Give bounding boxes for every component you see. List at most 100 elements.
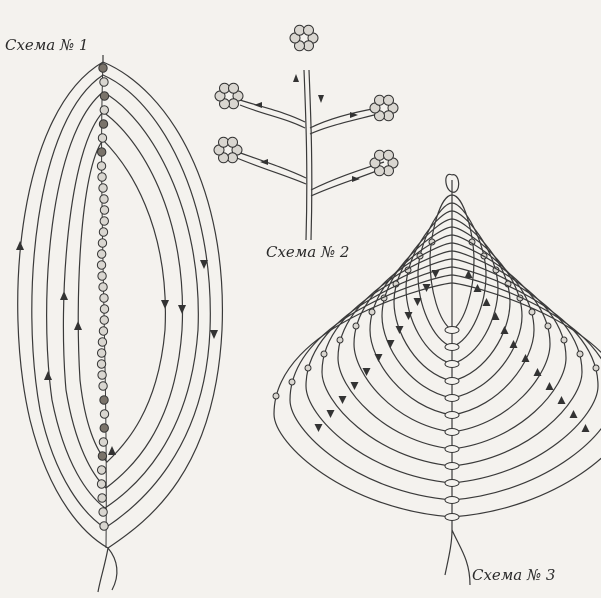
bead [96,249,107,259]
wire-loop [337,250,567,450]
bead [528,308,536,316]
bead [99,409,110,419]
bead [352,322,360,330]
bead [96,147,107,157]
arrow [464,270,473,278]
bead [96,479,107,489]
wire-loop [273,282,601,518]
center-bead [444,496,460,504]
flower [369,149,399,177]
center-bead [444,428,460,436]
bead [98,183,108,193]
bead [99,216,109,226]
bead [227,136,238,148]
scheme-3-center-ovals [444,326,460,521]
scheme-3-caption: Схема № 3 [472,566,556,584]
bead [97,172,107,182]
center-bead [444,360,460,368]
wire-loop [289,274,601,501]
center-bead [444,343,460,351]
arrow [374,354,383,362]
arrow [521,354,530,362]
arrow [404,312,413,320]
bead [99,423,109,433]
bead [96,260,107,270]
bead [96,348,107,358]
bead [99,105,109,115]
bead [99,91,110,101]
arrow [545,382,554,390]
scheme-1-leaf [16,55,224,593]
center-bead [444,394,460,402]
bead [544,322,552,330]
center-bead [444,445,460,453]
arrow [491,312,500,320]
arrow [413,298,422,306]
arrow [533,368,542,376]
bead [99,521,109,531]
bead [99,304,110,314]
wire-loop [417,202,487,348]
bead [98,119,109,129]
arrow [482,298,491,306]
wire-loop [321,258,583,467]
arrow [569,410,578,418]
bead [303,24,314,36]
flower [369,94,399,122]
bead [272,392,280,400]
scheme-3-leaf [272,173,601,586]
bead [98,63,108,73]
arrow [362,368,371,376]
scheme-2-flowers [213,24,399,177]
bead [99,194,109,204]
bead [97,271,107,281]
center-bead [444,326,460,334]
arrow [314,424,323,432]
bead [97,370,107,380]
arrow [509,340,518,348]
scheme-1-bead-column [96,61,110,549]
arrow [350,382,359,390]
center-bead [444,479,460,487]
bead [97,133,108,143]
bead [97,493,107,503]
flower [289,24,319,52]
bead [383,149,394,161]
center-bead [444,462,460,470]
bead [98,326,109,336]
bead [99,77,109,87]
bead [576,350,584,358]
arrow [500,326,509,334]
bead [304,364,312,372]
bead [383,94,394,106]
bead [368,308,376,316]
bead [96,465,107,475]
arrow [557,396,566,404]
bead [96,359,107,369]
bead [98,227,109,237]
bead [228,82,239,94]
arrow [386,340,395,348]
arrow [581,424,590,432]
wire-loop [305,266,599,484]
bead [97,337,108,347]
bead [336,336,344,344]
arrow [326,410,335,418]
center-bead [444,411,460,419]
bead [592,364,600,372]
bead [97,238,108,248]
center-bead [444,377,460,385]
wire-loop [405,210,499,365]
arrow [431,270,440,278]
bead [97,451,108,461]
bead [99,293,109,303]
scheme-3-loops [272,194,601,518]
bead [320,350,328,358]
bead [98,507,108,517]
bead [98,381,108,391]
bead [96,161,107,171]
bead [98,437,109,447]
bead [560,336,568,344]
